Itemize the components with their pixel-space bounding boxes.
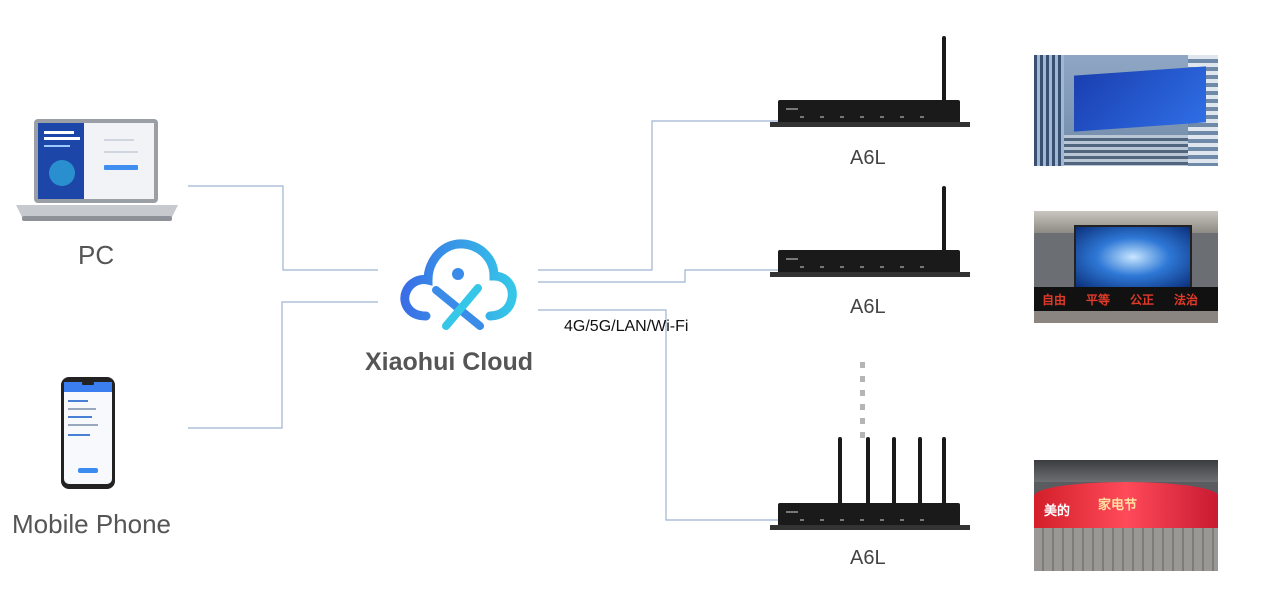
led-sign-text-1: 自由 <box>1042 293 1067 307</box>
ellipsis-dots <box>860 362 865 438</box>
curved-screen-text-2: 家电节 <box>1098 498 1138 513</box>
wire-cloud-to-device-3 <box>538 309 792 521</box>
a6l-device-3-icon <box>770 437 970 530</box>
pc-label: PC <box>78 240 115 270</box>
wire-cloud-to-device-2 <box>538 269 792 283</box>
display-photo-street-screen: 自由 平等 公正 法治 <box>1034 211 1218 323</box>
device-label-1: A6L <box>850 147 886 169</box>
laptop-icon <box>16 119 178 221</box>
display-photo-building-screen <box>1034 55 1218 166</box>
wire-mobile-to-cloud <box>188 301 378 429</box>
device-label-3: A6L <box>850 547 886 569</box>
display-photo-curved-screen: 美的 家电节 <box>1034 460 1218 571</box>
wire-cloud-to-device-1 <box>538 120 792 271</box>
mobile-phone-label: Mobile Phone <box>12 509 171 539</box>
red-led-sign-strip: 自由 平等 公正 法治 <box>1034 287 1218 311</box>
device-label-2: A6L <box>850 296 886 318</box>
mobile-phone-icon <box>61 377 115 489</box>
wire-pc-to-cloud <box>188 185 378 271</box>
curved-screen-text-1: 美的 <box>1044 504 1071 519</box>
led-sign-text-2: 平等 <box>1086 293 1111 307</box>
a6l-device-2-icon <box>770 186 970 277</box>
a6l-device-1-icon <box>770 36 970 127</box>
xiaohui-cloud-logo-icon <box>400 239 517 330</box>
cloud-name-label: Xiaohui Cloud <box>365 348 534 376</box>
connection-type-label: 4G/5G/LAN/Wi-Fi <box>564 318 689 335</box>
led-sign-text-3: 公正 <box>1130 293 1155 307</box>
led-sign-text-4: 法治 <box>1174 293 1199 307</box>
